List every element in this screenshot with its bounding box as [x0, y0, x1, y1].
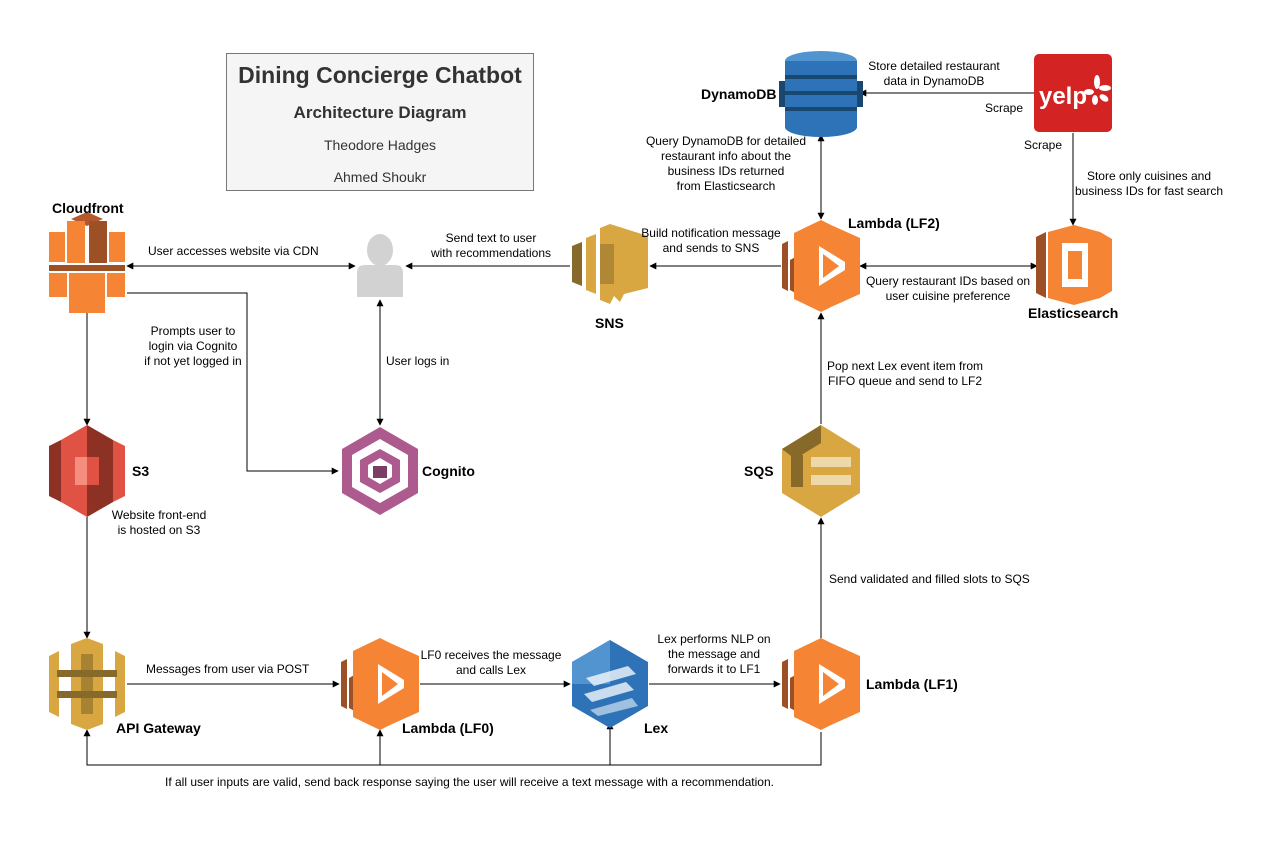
edge-label-user-logs-in: User logs in	[386, 354, 450, 368]
edge-label-line: Query DynamoDB for detailed	[645, 134, 807, 148]
edge-label-line: Pop next Lex event item from	[826, 359, 984, 373]
author-2: Ahmed Shoukr	[333, 169, 427, 185]
edge-label-scrape-1: Scrape	[985, 101, 1024, 115]
sns-icon	[572, 224, 648, 304]
edge-label-store-dynamo: Store detailed restaurant data in Dynamo…	[866, 59, 1002, 89]
edge-label-line: and calls Lex	[455, 663, 527, 677]
edge-label-line: with recommendations	[430, 246, 552, 260]
lambda-lf2-icon	[782, 220, 860, 312]
sns-label: SNS	[595, 315, 624, 331]
edge-label-line: Query restaurant IDs based on	[865, 274, 1031, 288]
edge-label-line: Prompts user to	[150, 324, 236, 338]
sqs-label: SQS	[744, 463, 774, 479]
elasticsearch-icon	[1036, 225, 1112, 305]
lex-label: Lex	[644, 720, 669, 736]
edge-label-line: user cuisine preference	[885, 289, 1011, 303]
edge-label-s3-hosted: Website front-end is hosted on S3	[100, 508, 218, 538]
edge-label-line: restaurant info about the	[660, 149, 792, 163]
lambda-lf1-icon	[782, 638, 860, 730]
user-icon	[357, 234, 403, 297]
cognito-label: Cognito	[422, 463, 475, 479]
lex-icon	[572, 640, 648, 728]
title-box: Dining Concierge Chatbot Architecture Di…	[226, 53, 534, 191]
edge-label-line: business IDs for fast search	[1074, 184, 1224, 198]
edge-label-line: from Elasticsearch	[676, 179, 776, 193]
edge-label-line: Store detailed restaurant	[868, 59, 1000, 73]
edge-label-line: if not yet logged in	[144, 354, 242, 368]
edge-label-response-back: If all user inputs are valid, send back …	[165, 775, 774, 789]
edge-cloudfront-cognito	[127, 292, 339, 475]
dynamodb-label: DynamoDB	[701, 86, 777, 102]
yelp-logo-text: yelp	[1039, 83, 1087, 110]
s3-label: S3	[132, 463, 150, 479]
edge-label-query-es: Query restaurant IDs based on user cuisi…	[862, 274, 1034, 304]
edge-label-line: data in DynamoDB	[883, 74, 985, 88]
edge-label-query-dynamo: Query DynamoDB for detailed restaurant i…	[644, 134, 808, 194]
edge-label-lex-nlp: Lex performs NLP on the message and forw…	[650, 632, 778, 677]
edge-label-line: Lex performs NLP on	[657, 632, 771, 646]
edge-response-back	[83, 729, 822, 766]
edge-label-cdn: User accesses website via CDN	[148, 244, 319, 258]
edge-label-line: Store only cuisines and	[1086, 169, 1212, 183]
api-gateway-icon	[49, 638, 125, 730]
diagram-subtitle: Architecture Diagram	[293, 103, 467, 122]
api-gateway-label: API Gateway	[116, 720, 201, 736]
sqs-icon	[782, 425, 860, 517]
edge-label-line: business IDs returned	[667, 164, 785, 178]
edge-label-pop-queue: Pop next Lex event item from FIFO queue …	[826, 359, 984, 389]
diagram-title: Dining Concierge Chatbot	[238, 62, 522, 88]
edge-label-line: and sends to SNS	[662, 241, 760, 255]
cloudfront-icon	[49, 212, 125, 313]
cloudfront-label: Cloudfront	[52, 200, 124, 216]
author-1: Theodore Hadges	[323, 137, 437, 153]
edge-label-line: Send text to user	[445, 231, 537, 245]
yelp-logo: yelp	[1034, 54, 1112, 132]
lambda-lf2-label: Lambda (LF2)	[848, 215, 940, 231]
edge-label-store-es: Store only cuisines and business IDs for…	[1072, 169, 1226, 199]
edge-label-line: Website front-end	[111, 508, 207, 522]
edge-label-send-text: Send text to user with recommendations	[428, 231, 554, 261]
edge-label-line: Build notification message	[641, 226, 781, 240]
lambda-lf0-label: Lambda (LF0)	[402, 720, 494, 736]
edge-label-lf0-calls-lex: LF0 receives the message and calls Lex	[419, 648, 563, 678]
edge-label-to-sqs: Send validated and filled slots to SQS	[829, 572, 1030, 586]
edge-label-build-notification: Build notification message and sends to …	[638, 226, 784, 256]
edge-label-line: the message and	[667, 647, 761, 661]
edge-label-cognito-prompt: Prompts user to login via Cognito if not…	[132, 324, 254, 369]
cognito-icon	[342, 427, 418, 515]
edge-label-line: forwards it to LF1	[667, 662, 761, 676]
edge-label-post: Messages from user via POST	[146, 662, 310, 676]
lambda-lf0-icon	[341, 638, 419, 730]
edge-label-scrape-2: Scrape	[1024, 138, 1063, 152]
edge-label-line: is hosted on S3	[117, 523, 201, 537]
edge-label-line: FIFO queue and send to LF2	[827, 374, 983, 388]
connectors	[83, 89, 1077, 766]
lambda-lf1-label: Lambda (LF1)	[866, 676, 958, 692]
elasticsearch-label: Elasticsearch	[1028, 305, 1119, 321]
edge-label-line: login via Cognito	[148, 339, 238, 353]
dynamodb-icon	[779, 51, 863, 137]
edge-label-line: LF0 receives the message	[420, 648, 562, 662]
s3-icon	[49, 425, 125, 517]
